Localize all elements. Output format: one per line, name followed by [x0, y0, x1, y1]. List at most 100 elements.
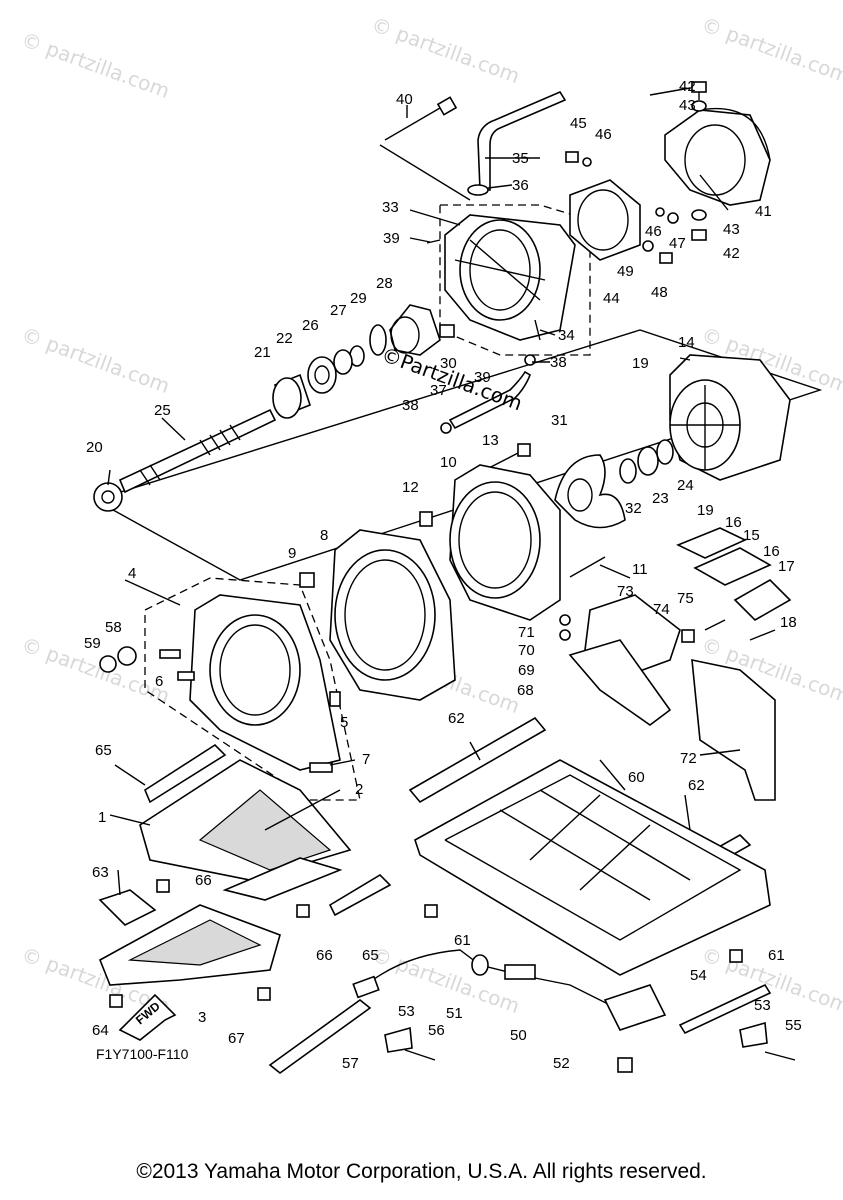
callout: 66	[316, 947, 333, 964]
callout: 61	[768, 947, 785, 964]
callout: 27	[330, 302, 347, 319]
callout: 14	[678, 334, 695, 351]
callout: 42	[723, 245, 740, 262]
callout: 48	[651, 284, 668, 301]
pump-housing-10	[449, 464, 561, 621]
callout: 10	[440, 454, 457, 471]
callout: 22	[276, 330, 293, 347]
callout: 51	[446, 1005, 463, 1022]
callout: 38	[550, 354, 567, 371]
seal-23	[637, 446, 659, 476]
callout: 75	[677, 590, 694, 607]
callout: 16	[763, 543, 780, 560]
callout: 12	[402, 479, 419, 496]
callout: 5	[340, 714, 348, 731]
pin-12	[419, 511, 433, 527]
callout: 9	[288, 545, 296, 562]
bolt-40	[379, 96, 471, 201]
callout: 19	[632, 355, 649, 372]
watermark: © partzilla.com	[368, 12, 523, 88]
sensor-56	[404, 1049, 436, 1061]
callout: 17	[778, 558, 795, 575]
leader-lines	[107, 87, 741, 896]
callout: 31	[551, 412, 568, 429]
callout: 26	[302, 317, 319, 334]
bolt-61	[729, 949, 743, 963]
seal-26	[333, 349, 353, 375]
pin-9	[299, 572, 315, 588]
clamp-38	[524, 354, 536, 366]
drive-shaft-25	[118, 408, 277, 494]
callout: 60	[628, 769, 645, 786]
callout: 64	[92, 1022, 109, 1039]
cover-41	[664, 107, 771, 206]
impeller-31	[554, 454, 626, 529]
callout: 13	[482, 432, 499, 449]
callout: 19	[697, 502, 714, 519]
callout: 55	[785, 1017, 802, 1034]
watermark: © partzilla.com	[18, 322, 173, 398]
sleeve-21	[272, 373, 311, 419]
callout: 30	[440, 355, 457, 372]
callout: 52	[553, 1055, 570, 1072]
callout: 74	[653, 601, 670, 618]
housing-14	[669, 354, 791, 481]
stud-6	[177, 671, 195, 681]
washer-71	[559, 614, 571, 626]
assembly-box-4	[144, 577, 361, 801]
callout: 65	[362, 947, 379, 964]
callout: 49	[617, 263, 634, 280]
nut-59	[99, 655, 117, 673]
shaft-axis-frame	[93, 329, 823, 581]
callout: 24	[677, 477, 694, 494]
callout: 62	[688, 777, 705, 794]
callout: 54	[690, 967, 707, 984]
callout: 8	[320, 527, 328, 544]
callout: 65	[95, 742, 112, 759]
callout: 70	[518, 642, 535, 659]
callout: 4	[128, 565, 136, 582]
copyright-footer: ©2013 Yamaha Motor Corporation, U.S.A. A…	[136, 1160, 707, 1183]
pin-5	[329, 691, 341, 707]
callout: 36	[512, 177, 529, 194]
sensor-55	[764, 1051, 796, 1061]
callout: 46	[595, 126, 612, 143]
callout: 32	[625, 500, 642, 517]
callout: 34	[558, 327, 575, 344]
callout: 1	[98, 809, 106, 826]
plug-30	[439, 324, 455, 338]
bracket-65c	[328, 873, 392, 917]
hose-35	[477, 90, 567, 191]
callout: 47	[669, 235, 686, 252]
callout: 15	[743, 527, 760, 544]
watermark: © partzilla.com	[698, 12, 843, 88]
callout: 59	[84, 635, 101, 652]
bolt-66	[156, 879, 170, 893]
seal-24	[656, 439, 674, 465]
callout: 3	[198, 1009, 206, 1026]
callout: 40	[396, 91, 413, 108]
stud-6	[159, 649, 181, 659]
callout: 23	[652, 490, 669, 507]
callout: 38	[402, 397, 419, 414]
tie-strap-57	[268, 998, 372, 1075]
callout: 57	[342, 1055, 359, 1072]
jet-housing-33	[444, 214, 576, 341]
watermark: © partzilla.com	[18, 27, 173, 103]
callout: 37	[430, 382, 447, 399]
ride-plate-60	[414, 759, 771, 976]
oring-29	[369, 324, 387, 356]
clip-53	[384, 1026, 413, 1053]
washer-58	[117, 646, 137, 666]
callout: 50	[510, 1027, 527, 1044]
bracket-65	[144, 743, 227, 804]
callout: 29	[350, 290, 367, 307]
callout: 58	[105, 619, 122, 636]
callout: 16	[725, 514, 742, 531]
callout: 69	[518, 662, 535, 679]
clamp-36	[467, 184, 489, 196]
bracket-63	[98, 889, 157, 926]
callout: 39	[474, 369, 491, 386]
bracket-68-73	[568, 594, 681, 726]
callout: 67	[228, 1030, 245, 1047]
